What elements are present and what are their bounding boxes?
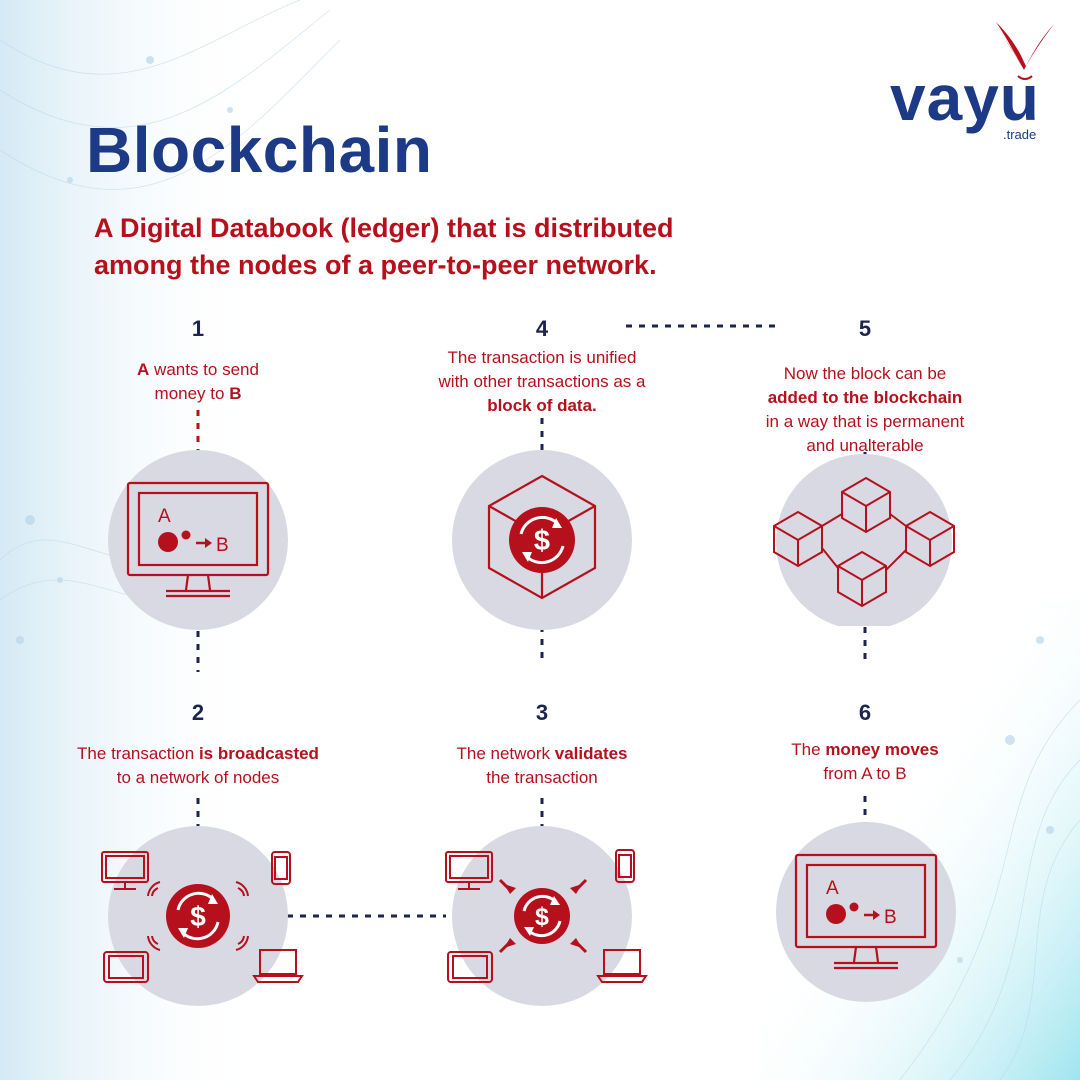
text: The transaction [77,744,199,763]
icon-label-a: A [826,878,839,899]
text: in a way that is permanent [765,412,965,431]
step-5-line-4: and unalterable [715,434,1015,458]
step-4-line-3: block of data. [382,394,702,418]
step-5-line-1: Now the block can be [715,362,1015,386]
step-5-line-2: added to the blockchain [715,386,1015,410]
icon-label-b: B [216,535,229,556]
step-6-description: The money moves from A to B [715,738,1015,786]
cube-bottom [837,550,887,608]
step-5-description: Now the block can be added to the blockc… [715,362,1015,458]
step-1-line-2: money to B [48,382,348,406]
step-1-description: A wants to send money to B [48,358,348,406]
step-5-line-3: in a way that is permanent [715,410,1015,434]
text: money to [154,384,230,403]
text: The [791,740,826,759]
dollar-exchange-icon: $ [166,884,230,948]
step-6-line-1: The money moves [715,738,1015,762]
monitor-a-to-b-icon: A B [776,822,956,1002]
monitor-a-to-b-icon: A B [108,450,288,630]
step-2-line-1: The transaction is broadcasted [28,742,368,766]
data-block-cube-icon: $ [452,450,632,630]
validation-network-icon: $ [445,826,648,1006]
text: to a network of nodes [116,768,280,787]
text-bold: added to the blockchain [767,388,963,407]
text: The network [456,744,555,763]
step-1-number: 1 [191,316,205,341]
dollar-exchange-icon: $ [509,507,575,573]
step-3-number: 3 [535,700,549,725]
step-6-number: 6 [858,700,872,725]
dollar-exchange-icon: $ [514,888,570,944]
text: the transaction [486,768,598,787]
step-4-line-2: with other transactions as a [382,370,702,394]
step-3-line-1: The network validates [392,742,692,766]
subtitle-line-1: A Digital Databook (ledger) that is dist… [94,213,674,243]
dollar-symbol: $ [534,525,550,557]
icon-circle [776,454,952,626]
blockchain-cubes-icon [773,454,955,626]
icon-circle [108,450,288,630]
icon-label-b: B [884,907,897,928]
step-2-description: The transaction is broadcasted to a netw… [28,742,368,790]
dollar-symbol: $ [535,903,549,931]
step-5-number: 5 [858,316,872,341]
text: from A to B [823,764,907,783]
step-4-number: 4 [535,316,549,341]
text-bold: validates [554,744,628,763]
icon-circle [776,822,956,1002]
step-2-number: 2 [191,700,205,725]
page-title: Blockchain [86,114,433,186]
step-3-line-2: the transaction [392,766,692,790]
text: and unalterable [806,436,924,455]
page-subtitle: A Digital Databook (ledger) that is dist… [94,210,914,284]
brand-suffix: .trade [1003,127,1037,142]
text-bold: B [229,384,242,403]
step-6-line-2: from A to B [715,762,1015,786]
step-4-line-1: The transaction is unified [382,346,702,370]
step-1-line-1: A wants to send [48,358,348,382]
text-bold: A [137,360,150,379]
text: The transaction is unified [447,348,637,367]
step-2-line-2: to a network of nodes [28,766,368,790]
text: with other transactions as a [438,372,646,391]
subtitle-line-2: among the nodes of a peer-to-peer networ… [94,250,657,280]
text-bold: block of data. [487,396,597,415]
broadcast-network-icon: $ [101,826,304,1006]
step-4-description: The transaction is unified with other tr… [382,346,702,418]
bird-logo-icon [996,22,1054,80]
text-bold: is broadcasted [198,744,319,763]
dollar-symbol: $ [190,901,206,932]
icon-label-a: A [158,506,171,527]
step-3-description: The network validates the transaction [392,742,692,790]
brand-wordmark: vayu [890,62,1040,134]
text: wants to send [149,360,259,379]
cube-top [841,476,891,534]
text-bold: money moves [825,740,939,759]
text: Now the block can be [783,364,947,383]
